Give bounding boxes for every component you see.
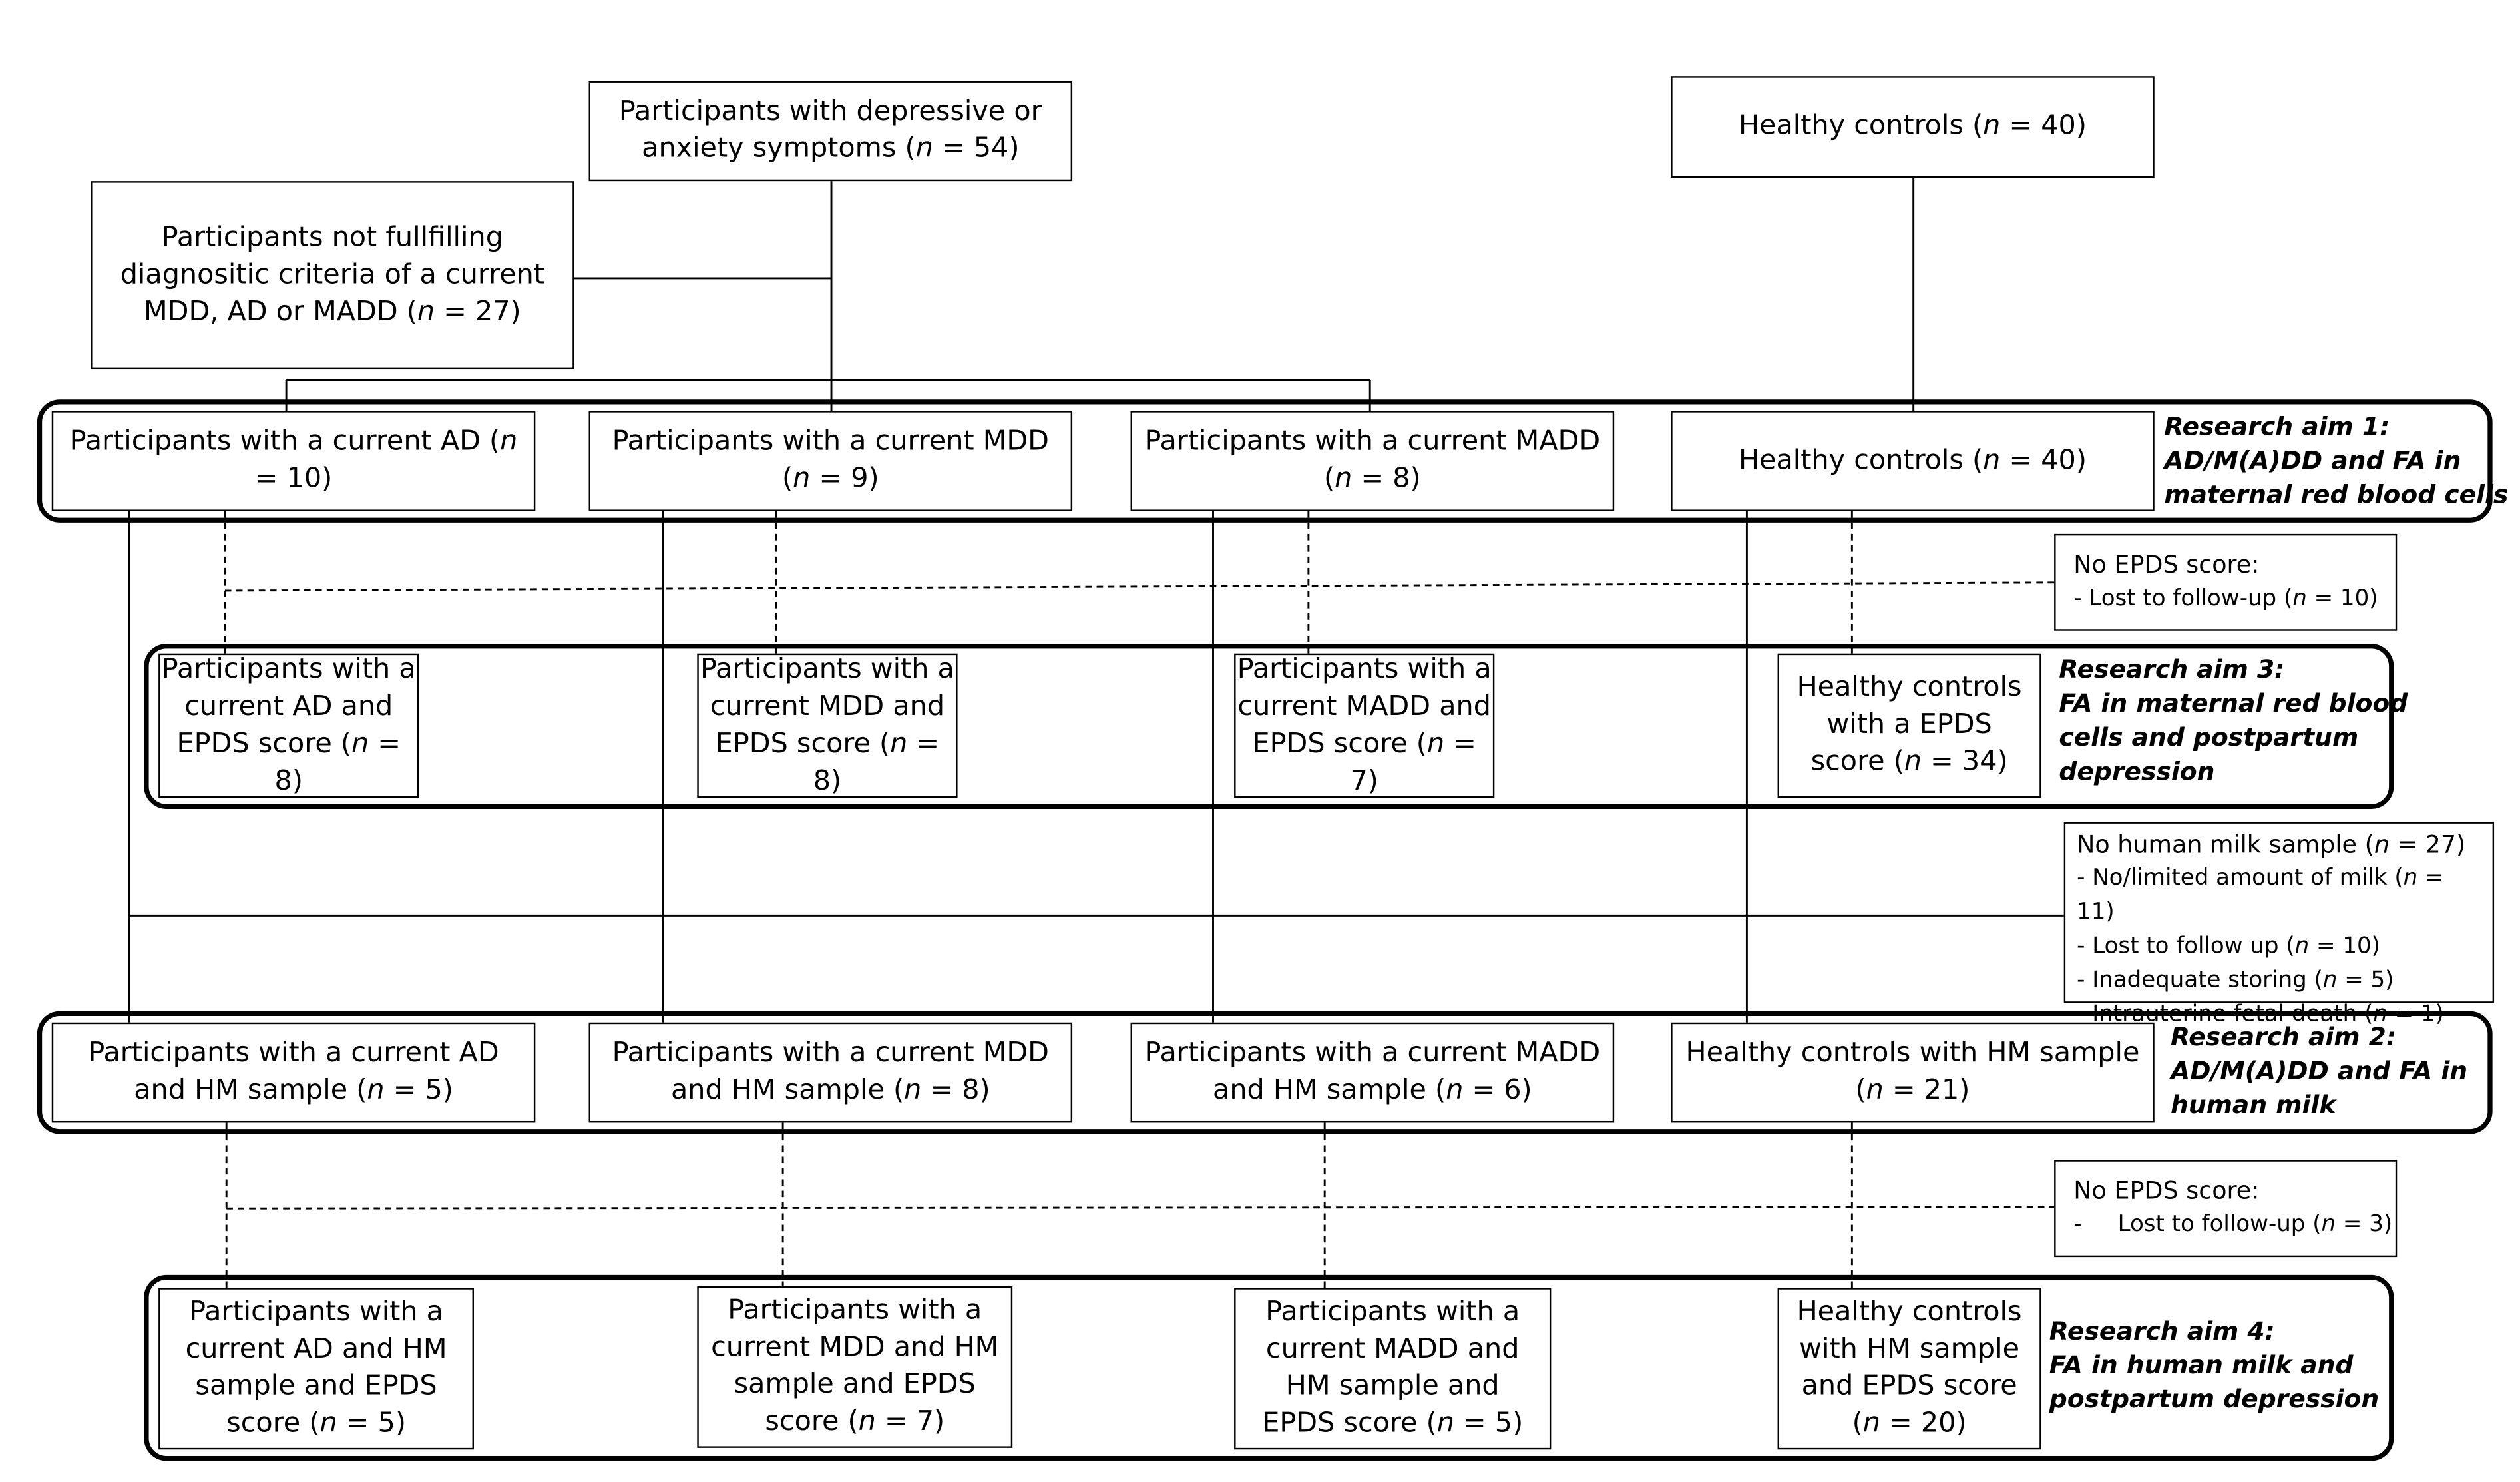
no-human-milk-note: No human milk sample (n = 27) - No/limit… [2063, 822, 2495, 1027]
mdd-hm-box: Participants with a current MDD and HM s… [588, 1022, 1073, 1123]
ad-participants-box: Participants with a current AD (n = 10) [51, 411, 536, 511]
mdd-participants-box: Participants with a current MDD (n = 9) [588, 411, 1073, 511]
ad-hm-epds-box: Participants with a current AD and HM sa… [158, 1288, 474, 1450]
ad-hm-box: Participants with a current AD and HM sa… [51, 1022, 536, 1123]
research-aim-2-frame [37, 1011, 2493, 1134]
healthy-epds-box: Healthy controls with a EPDS score (n = … [1777, 653, 2041, 798]
healthy-hm-epds-box: Healthy controls with HM sample and EPDS… [1777, 1288, 2041, 1450]
depressive-anxiety-participants-box: Participants with depressive or anxiety … [588, 81, 1073, 182]
healthy-controls-top-box: Healthy controls (n = 40) [1671, 76, 2155, 178]
madd-hm-box: Participants with a current MADD and HM … [1130, 1022, 1615, 1123]
healthy-hm-box: Healthy controls with HM sample (n = 21) [1671, 1022, 2155, 1123]
madd-epds-box: Participants with a current MADD and EPD… [1234, 653, 1495, 798]
research-aim-1-frame [37, 399, 2493, 523]
excluded-participants-box: Participants not fullfilling diagnositic… [91, 181, 574, 370]
mdd-epds-box: Participants with a current MDD and EPDS… [697, 653, 958, 798]
no-epds-score-note-1: No EPDS score: - Lost to follow-up (n = … [2054, 533, 2398, 631]
healthy-controls-box: Healthy controls (n = 40) [1671, 411, 2155, 511]
madd-hm-epds-box: Participants with a current MADD and HM … [1234, 1288, 1552, 1450]
research-aim-4-frame [144, 1274, 2394, 1461]
ad-epds-box: Participants with a current AD and EPDS … [158, 653, 419, 798]
no-epds-score-note-2: No EPDS score: - Lost to follow-up (n = … [2054, 1160, 2398, 1258]
madd-participants-box: Participants with a current MADD (n = 8) [1130, 411, 1615, 511]
mdd-hm-epds-box: Participants with a current MDD and HM s… [697, 1286, 1013, 1448]
research-aim-3-frame [144, 644, 2394, 809]
